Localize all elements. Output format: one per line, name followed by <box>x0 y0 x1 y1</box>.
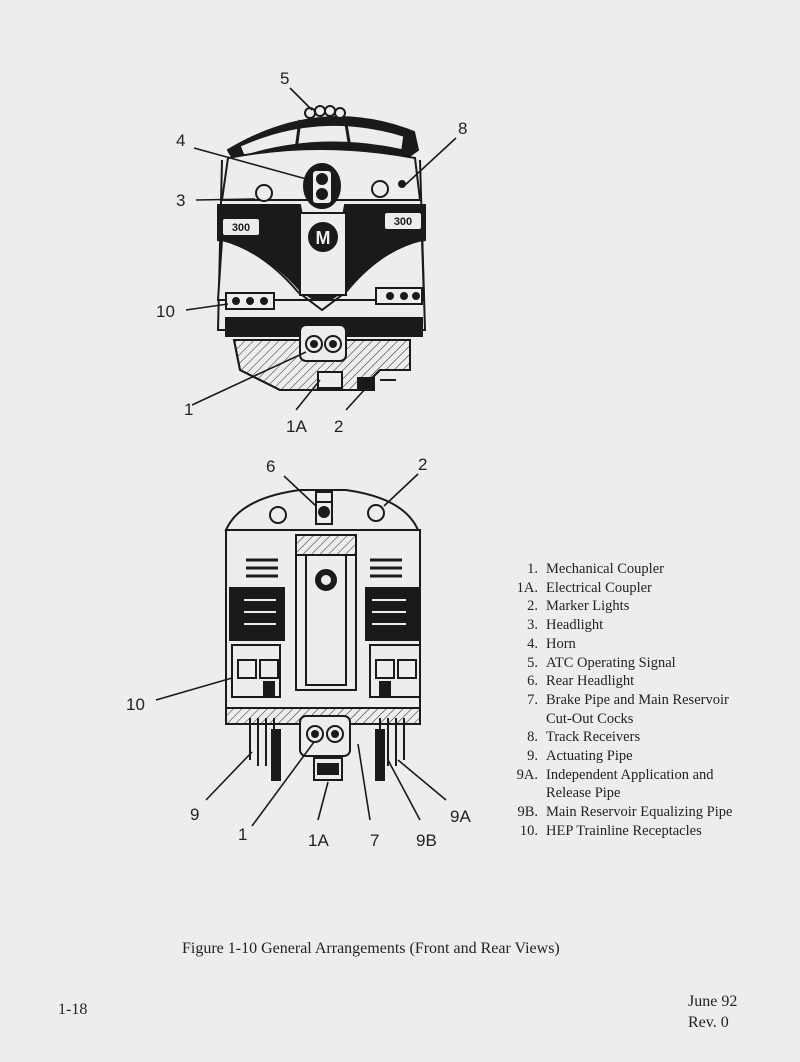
callout-rear-9b: 9B <box>416 831 437 850</box>
callout-rear-2: 2 <box>418 455 427 474</box>
revision-number: Rev. 0 <box>688 1014 729 1031</box>
callout-3: 4 <box>176 131 185 150</box>
revision-block: June 92 Rev. 0 <box>688 991 737 1033</box>
callout-2: 3 <box>176 191 185 210</box>
legend-item: 7.Brake Pipe and Main Reservoir Cut-Out … <box>527 691 729 727</box>
callout-1a: 1A <box>286 417 307 436</box>
legend-item: 2.Marker Lights <box>527 598 630 615</box>
legend-item: 1.Mechanical Coupler <box>527 561 664 577</box>
legend-list: 1.Mechanical Coupler 1A.Electrical Coupl… <box>496 560 746 841</box>
revision-date: June 92 <box>688 993 738 1010</box>
callout-10: 10 <box>156 302 175 321</box>
callout-rear-9: 9 <box>190 805 199 824</box>
callout-rear-1: 1 <box>238 825 247 844</box>
rear-callouts: 6 2 10 9 1 1A 7 9B 9A <box>126 455 471 850</box>
callout-rear-9a: 9A <box>450 807 471 826</box>
callout-8: 2 <box>334 417 343 436</box>
legend-item: 8.Track Receivers <box>527 729 641 746</box>
callout-4: 5 <box>280 69 289 88</box>
legend-item: 10.HEP Trainline Receptacles <box>519 822 702 839</box>
front-leader-lines <box>185 87 457 411</box>
callout-rear-10: 10 <box>126 695 145 714</box>
callout-rear-6: 6 <box>266 457 275 476</box>
figure-caption: Figure 1-10 General Arrangements (Front … <box>182 940 560 957</box>
callout-1: 1 <box>184 400 193 419</box>
front-callouts: 5 4 8 3 10 1 1A 2 <box>156 69 467 436</box>
callout-rear-1a: 1A <box>308 831 329 850</box>
front-view-drawing <box>216 105 427 391</box>
legend-item: 9B.Main Reservoir Equalizing Pipe <box>517 804 733 821</box>
legend-item: 5.ATC Operating Signal <box>527 654 676 671</box>
legend-item: 4.Horn <box>527 635 576 652</box>
unit-number-left: 300 <box>232 222 250 234</box>
callout-5: 8 <box>458 119 467 138</box>
legend-item: 6.Rear Headlight <box>527 673 635 690</box>
page-number: 1-18 <box>58 1001 88 1018</box>
callout-rear-7: 7 <box>370 831 379 850</box>
legend-item: 3.Headlight <box>527 617 604 634</box>
legend-item: 9A.Independent Application and Release P… <box>516 766 714 802</box>
unit-number-right: 300 <box>394 216 412 228</box>
legend-item: 9.Actuating Pipe <box>527 748 633 765</box>
legend-item: 1A.Electrical Coupler <box>516 579 652 596</box>
logo-letter: M <box>316 228 331 248</box>
rear-view-drawing <box>224 489 421 781</box>
rear-leader-lines <box>155 473 447 827</box>
